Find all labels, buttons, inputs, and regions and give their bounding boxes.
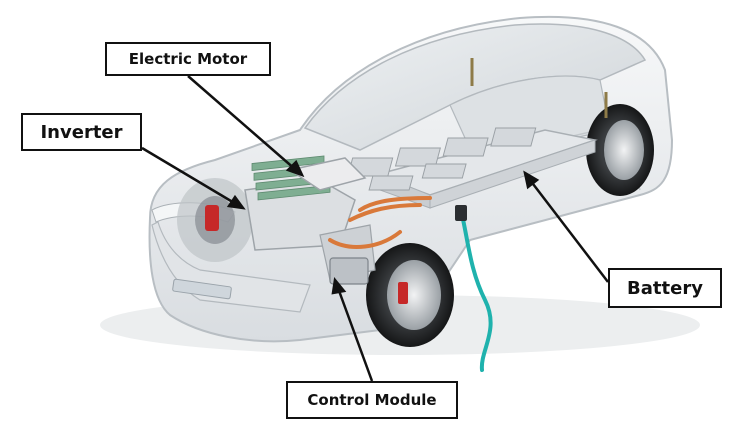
label-control-module: Control Module — [286, 381, 458, 419]
label-inverter: Inverter — [21, 113, 142, 151]
label-battery: Battery — [608, 268, 722, 308]
front-wheel — [366, 243, 454, 347]
battery-pack — [347, 127, 598, 209]
charging-cable — [460, 213, 493, 372]
charging-plug — [455, 205, 467, 221]
leader-arrows — [141, 75, 609, 382]
arrow-control-module — [336, 287, 374, 382]
arrow-electric-motor-head — [285, 159, 305, 178]
suspension-struts — [470, 58, 608, 118]
license-plate — [172, 278, 232, 300]
rear-wheel — [586, 104, 654, 196]
arrow-battery — [529, 179, 609, 283]
control-module-unit — [329, 257, 369, 285]
inverter-unit — [244, 155, 356, 251]
arrow-control-module-head — [331, 277, 347, 295]
arrow-electric-motor — [187, 75, 297, 171]
label-electric-motor: Electric Motor — [105, 42, 271, 76]
arrow-battery-head — [523, 170, 540, 190]
arrow-inverter — [141, 146, 237, 206]
arrow-inverter-head — [226, 194, 246, 210]
copper-cables — [328, 196, 432, 249]
